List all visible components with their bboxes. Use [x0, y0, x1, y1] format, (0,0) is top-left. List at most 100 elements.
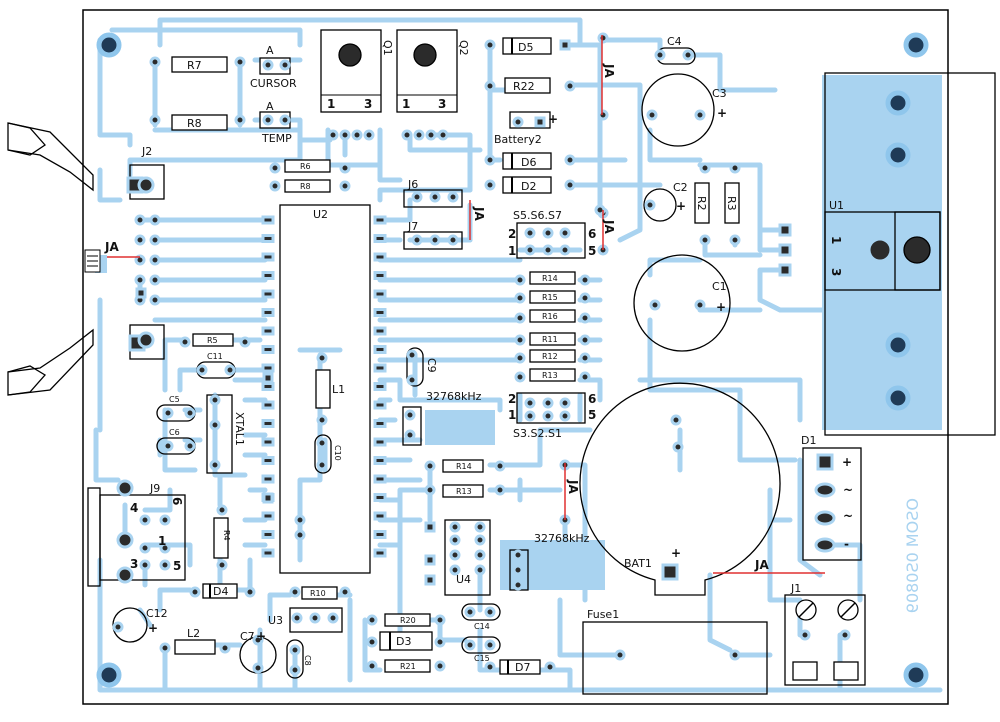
- pad: [134, 214, 146, 226]
- pad: [429, 234, 441, 246]
- u2-pin-pad: [373, 456, 387, 465]
- pad: [366, 636, 378, 648]
- pad: [474, 549, 486, 561]
- label-ja-j6: JA: [472, 206, 486, 221]
- label-u1-pin1: 1: [829, 236, 843, 244]
- label-mirrored-code: OSOM 0S0809: [903, 498, 922, 613]
- label-r5: R5: [207, 336, 218, 345]
- square-pad: [778, 223, 792, 237]
- jumper-wires: [107, 35, 825, 574]
- label-l2: L2: [187, 627, 200, 640]
- pad: [149, 254, 161, 266]
- pad: [579, 274, 591, 286]
- pad: [644, 199, 656, 211]
- u2-pin-pad: [373, 493, 387, 502]
- square-pad: [778, 263, 792, 277]
- pad: [464, 606, 476, 618]
- pad: [159, 642, 171, 654]
- label-ja-switch: JA: [602, 219, 616, 234]
- mounting-holes: [96, 32, 929, 688]
- label-s321: S3.S2.S1: [513, 427, 562, 440]
- pad: [514, 274, 526, 286]
- pad: [514, 312, 526, 324]
- label-j2: J2: [141, 145, 152, 158]
- pad: [401, 129, 413, 141]
- pad: [514, 292, 526, 304]
- label-s321-6: 6: [588, 392, 596, 406]
- label-xtal-freq2: 32768kHz: [534, 532, 590, 545]
- square-pad: [661, 563, 679, 581]
- pad: [597, 32, 609, 44]
- pad: [579, 312, 591, 324]
- label-q2-pin3: 3: [438, 97, 446, 111]
- label-u3: U3: [268, 614, 283, 627]
- pad: [159, 514, 171, 526]
- pad: [434, 636, 446, 648]
- pad: [464, 639, 476, 651]
- pad: [112, 621, 124, 633]
- u2-pin-pad: [373, 530, 387, 539]
- pad: [839, 629, 851, 641]
- pad: [512, 579, 524, 591]
- label-r6: R6: [300, 162, 311, 171]
- label-r12: R12: [542, 352, 558, 361]
- label-fuse1: Fuse1: [587, 608, 619, 621]
- u2-pin-pad: [373, 419, 387, 428]
- label-c6: C6: [169, 428, 180, 437]
- u2-pin-pad: [261, 474, 275, 484]
- label-d7: D7: [515, 661, 530, 674]
- pad: [289, 664, 301, 676]
- u2-pin-pad: [373, 363, 387, 373]
- pad: [269, 162, 281, 174]
- u2-pin-pad: [261, 511, 275, 521]
- pad: [262, 59, 274, 71]
- square-pad: [778, 243, 792, 257]
- pad: [434, 614, 446, 626]
- label-l1: L1: [332, 383, 345, 396]
- label-r11: R11: [542, 335, 558, 344]
- pad: [291, 612, 303, 624]
- pad: [406, 349, 418, 361]
- label-c7-plus: +: [256, 629, 266, 643]
- pad: [216, 504, 228, 516]
- pad: [514, 334, 526, 346]
- label-q1-pin1: 1: [327, 97, 335, 111]
- pad: [294, 529, 306, 541]
- pad: [449, 534, 461, 546]
- pad: [196, 364, 208, 376]
- pad: [524, 244, 536, 256]
- large-pad: [137, 331, 155, 349]
- square-pad: [424, 554, 436, 566]
- label-j9-5: 5: [173, 559, 181, 573]
- label-c12-plus: +: [148, 621, 158, 635]
- pad: [672, 441, 684, 453]
- pad: [149, 234, 161, 246]
- u2-pin-pad: [373, 271, 387, 280]
- label-cursor-a: A: [266, 44, 274, 57]
- pad: [729, 234, 741, 246]
- label-u1: U1: [829, 199, 844, 212]
- pad: [294, 514, 306, 526]
- pad: [139, 542, 151, 554]
- pad: [646, 109, 658, 121]
- pad: [544, 661, 556, 673]
- label-d1-tilde2: ~: [843, 509, 853, 523]
- pad: [699, 234, 711, 246]
- label-d4: D4: [213, 585, 228, 598]
- pad: [339, 180, 351, 192]
- label-c8: C8: [303, 655, 312, 666]
- label-r4: R4: [222, 530, 231, 541]
- label-c1-plus: +: [716, 300, 726, 314]
- pad: [252, 662, 264, 674]
- u2-pin-pad: [261, 271, 275, 280]
- u2-pin-pad: [261, 252, 275, 262]
- pad: [449, 521, 461, 533]
- label-r16: R16: [542, 312, 558, 321]
- label-s321-5: 5: [588, 408, 596, 422]
- pad: [179, 336, 191, 348]
- label-ja-bottom: JA: [754, 558, 769, 572]
- pad: [542, 410, 554, 422]
- pad: [366, 614, 378, 626]
- label-r22: R22: [513, 80, 535, 93]
- label-battery2-plus: +: [548, 112, 558, 126]
